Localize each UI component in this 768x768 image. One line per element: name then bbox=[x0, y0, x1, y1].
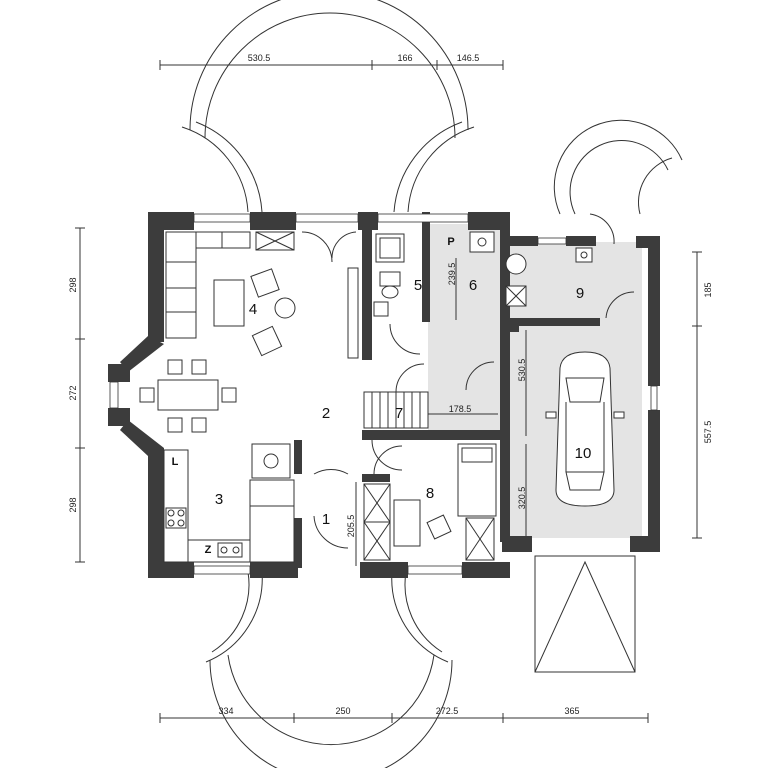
fridge-label: L bbox=[172, 456, 179, 468]
car bbox=[545, 351, 625, 507]
kitchen-sink bbox=[217, 542, 243, 558]
dim-right-2: 557.5 bbox=[703, 421, 713, 444]
dim-bottom-3: 272.5 bbox=[436, 706, 459, 716]
dim-top-2: 166 bbox=[397, 53, 412, 63]
dim-right-1: 185 bbox=[703, 282, 713, 297]
top-dimension-line: 530.5 166 146.5 bbox=[159, 53, 504, 70]
shower bbox=[375, 233, 405, 263]
room-6-fixtures bbox=[469, 231, 593, 307]
dim-interior-1: 239.5 bbox=[447, 263, 457, 286]
dim-bottom-4: 365 bbox=[564, 706, 579, 716]
bottom-dimension-line: 334 250 272.5 365 bbox=[159, 706, 649, 723]
dim-left-3: 298 bbox=[68, 497, 78, 512]
dim-interior-5: 320.5 bbox=[517, 487, 527, 510]
dim-interior-3: 178.5 bbox=[449, 404, 472, 414]
room-6-label: 6 bbox=[469, 277, 477, 294]
stove bbox=[165, 507, 187, 529]
tv-cabinet bbox=[347, 267, 359, 359]
room-5-label: 5 bbox=[414, 277, 422, 294]
dining-set bbox=[139, 359, 237, 433]
dim-bottom-2: 250 bbox=[335, 706, 350, 716]
kitchen-fixtures bbox=[163, 443, 295, 563]
room-6-floor bbox=[428, 224, 500, 430]
dim-top-3: 146.5 bbox=[457, 53, 480, 63]
boiler bbox=[251, 443, 291, 479]
living-room-furniture bbox=[165, 231, 359, 359]
top-terrace-arcs bbox=[181, 0, 683, 215]
pantry-label: P bbox=[447, 236, 454, 248]
dim-interior-2: 530.5 bbox=[517, 359, 527, 382]
room-8-label: 8 bbox=[426, 485, 434, 502]
dim-left-2: 272 bbox=[68, 385, 78, 400]
right-dimension-line: 185 557.5 bbox=[692, 251, 713, 539]
dim-top-1: 530.5 bbox=[248, 53, 271, 63]
bathroom-sink bbox=[373, 301, 389, 317]
room-3-label: 3 bbox=[215, 491, 223, 508]
interior-dimensions: 239.5 530.5 178.5 205.5 320.5 bbox=[346, 258, 527, 566]
windows bbox=[109, 213, 658, 575]
dim-bottom-1: 334 bbox=[218, 706, 233, 716]
coffee-table bbox=[213, 279, 245, 327]
dim-interior-4: 205.5 bbox=[346, 515, 356, 538]
bottom-terrace-arcs bbox=[205, 571, 453, 768]
room-9-label: 9 bbox=[576, 285, 584, 302]
room-1-label: 1 bbox=[322, 511, 330, 528]
dim-left-1: 298 bbox=[68, 277, 78, 292]
office-furniture bbox=[363, 443, 497, 561]
doors bbox=[301, 213, 635, 549]
driveway bbox=[534, 555, 636, 673]
room-7-label: 7 bbox=[395, 405, 403, 422]
room-4-label: 4 bbox=[249, 301, 257, 318]
desk bbox=[393, 499, 421, 547]
left-dimension-line: 298 272 298 bbox=[68, 227, 85, 563]
walls bbox=[108, 212, 660, 578]
toilet bbox=[379, 271, 401, 287]
room-2-label: 2 bbox=[322, 405, 330, 422]
room-10-label: 10 bbox=[575, 445, 592, 462]
bathroom-fixtures bbox=[373, 233, 405, 317]
stairs bbox=[363, 391, 498, 429]
sink-label: Z bbox=[205, 544, 212, 556]
